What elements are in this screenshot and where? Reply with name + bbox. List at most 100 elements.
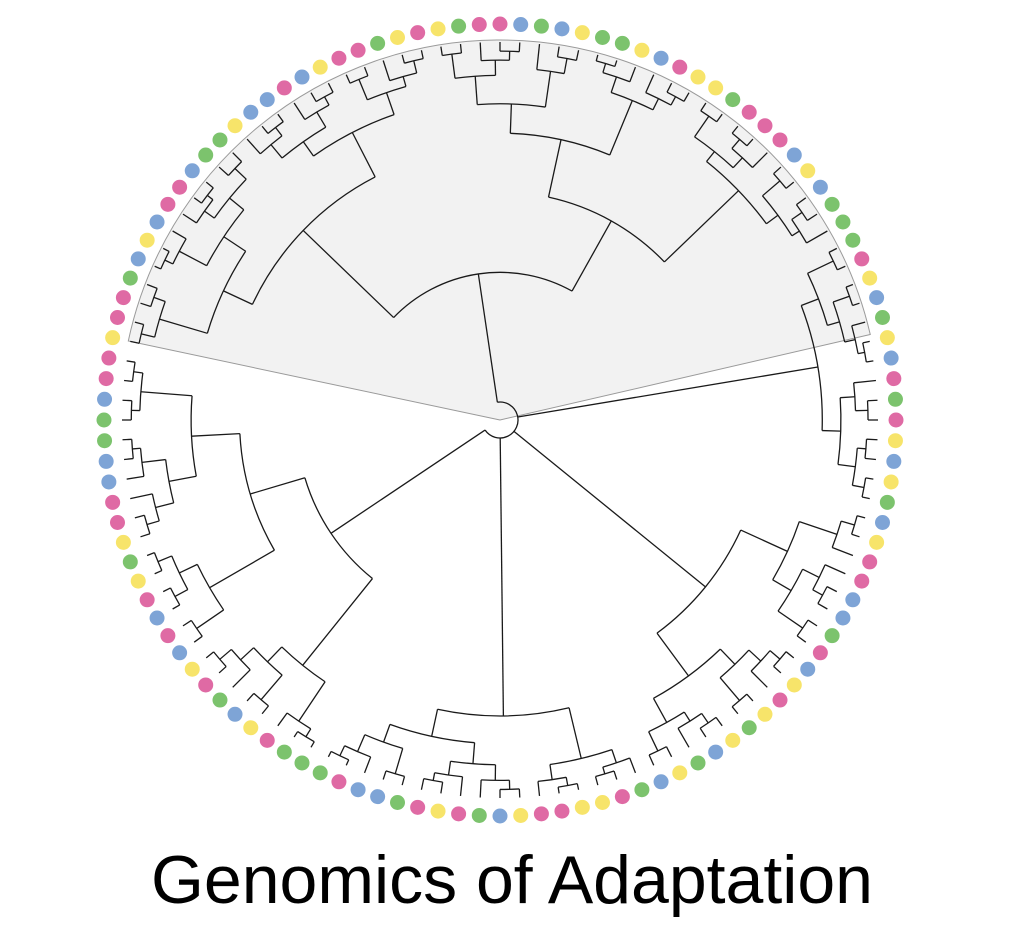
branch-arc bbox=[837, 397, 842, 465]
branch-arc bbox=[213, 651, 227, 667]
tip-dot-pink bbox=[741, 104, 757, 120]
branch-line bbox=[851, 321, 866, 327]
branch-line bbox=[827, 321, 840, 326]
branch-line bbox=[261, 705, 269, 715]
tip-dot-pink bbox=[410, 799, 426, 815]
branch-line bbox=[666, 82, 673, 93]
branch-line bbox=[132, 447, 141, 450]
tip-dot-pink bbox=[160, 196, 176, 212]
tip-dot-green bbox=[122, 270, 138, 286]
branch-line bbox=[629, 757, 637, 774]
branch-line bbox=[537, 781, 541, 796]
branch-line bbox=[298, 681, 326, 722]
branch-line bbox=[193, 197, 202, 204]
branch-arc bbox=[861, 477, 867, 498]
branch-line bbox=[327, 751, 332, 758]
branch-line bbox=[746, 693, 754, 702]
branch-arc bbox=[437, 707, 570, 717]
tip-dot-green bbox=[471, 807, 487, 823]
branch-arc bbox=[499, 788, 520, 791]
tip-dot-yellow bbox=[879, 330, 895, 346]
tip-dot-pink bbox=[492, 16, 508, 32]
branch-line bbox=[831, 546, 854, 557]
tip-dot-green bbox=[312, 765, 328, 781]
branch-line bbox=[260, 674, 283, 701]
branch-line bbox=[826, 586, 838, 593]
branch-line bbox=[172, 604, 181, 610]
branch-line bbox=[802, 568, 820, 578]
tip-dot-green bbox=[875, 310, 891, 326]
branch-arc bbox=[286, 712, 312, 730]
branch-line bbox=[182, 213, 197, 224]
branch-arc bbox=[454, 74, 496, 79]
tip-dot-yellow bbox=[574, 799, 590, 815]
tip-dot-green bbox=[390, 795, 406, 811]
branch-line bbox=[857, 447, 866, 450]
branch-line bbox=[302, 578, 373, 666]
branch-line bbox=[440, 782, 444, 794]
branch-line bbox=[852, 484, 865, 489]
branch-line bbox=[594, 776, 599, 786]
tip-dot-pink bbox=[772, 132, 788, 148]
tip-dot-blue bbox=[294, 69, 310, 85]
branch-line bbox=[773, 166, 782, 175]
page-title: Genomics of Adaptation bbox=[150, 842, 873, 918]
tip-dot-blue bbox=[149, 214, 165, 230]
branch-line bbox=[432, 772, 436, 781]
tip-dot-pink bbox=[757, 118, 773, 134]
tip-dot-green bbox=[370, 35, 386, 51]
branch-line bbox=[517, 366, 818, 418]
branch-line bbox=[218, 666, 227, 674]
branch-line bbox=[140, 302, 151, 308]
tip-dot-pink bbox=[160, 628, 176, 644]
branch-arc bbox=[817, 586, 828, 604]
branch-line bbox=[851, 533, 860, 538]
tip-dot-pink bbox=[115, 290, 131, 306]
tree-branches bbox=[122, 42, 878, 798]
branch-line bbox=[652, 697, 668, 723]
branch-line bbox=[447, 761, 452, 776]
branch-line bbox=[345, 74, 351, 84]
branch-arc bbox=[699, 716, 717, 729]
branch-arc bbox=[267, 121, 284, 134]
branch-line bbox=[571, 220, 612, 292]
tip-dot-pink bbox=[812, 645, 828, 661]
branch-line bbox=[246, 138, 261, 155]
branch-line bbox=[330, 429, 486, 534]
tip-dot-blue bbox=[845, 592, 861, 608]
tip-dot-blue bbox=[370, 789, 386, 805]
tip-dot-green bbox=[614, 35, 630, 51]
branch-line bbox=[799, 520, 838, 536]
branch-arc bbox=[731, 693, 748, 708]
branch-line bbox=[832, 295, 850, 303]
tip-dot-green bbox=[824, 628, 840, 644]
tip-dot-green bbox=[835, 214, 851, 230]
branch-line bbox=[153, 296, 166, 303]
branch-arc bbox=[393, 271, 573, 319]
branch-line bbox=[824, 564, 846, 575]
branch-line bbox=[796, 635, 807, 643]
tip-dot-green bbox=[879, 494, 895, 510]
tip-dot-blue bbox=[800, 661, 816, 677]
tip-dot-blue bbox=[97, 391, 113, 407]
branch-line bbox=[701, 713, 709, 724]
tip-dot-pink bbox=[109, 310, 125, 326]
branch-line bbox=[663, 190, 739, 263]
branch-line bbox=[828, 247, 838, 253]
branch-arc bbox=[773, 651, 787, 667]
branch-arc bbox=[484, 401, 519, 439]
tip-dot-pink bbox=[331, 774, 347, 790]
branch-line bbox=[796, 197, 807, 206]
branch-line bbox=[261, 125, 269, 134]
tip-dot-green bbox=[634, 782, 650, 798]
tip-dot-green bbox=[276, 744, 292, 760]
branch-line bbox=[351, 132, 376, 178]
tip-dot-yellow bbox=[725, 732, 741, 748]
branch-line bbox=[270, 144, 283, 159]
tip-dot-pink bbox=[259, 732, 275, 748]
branch-line bbox=[477, 273, 499, 403]
tip-dot-blue bbox=[130, 251, 146, 267]
branch-line bbox=[232, 152, 243, 163]
tip-dot-green bbox=[212, 132, 228, 148]
